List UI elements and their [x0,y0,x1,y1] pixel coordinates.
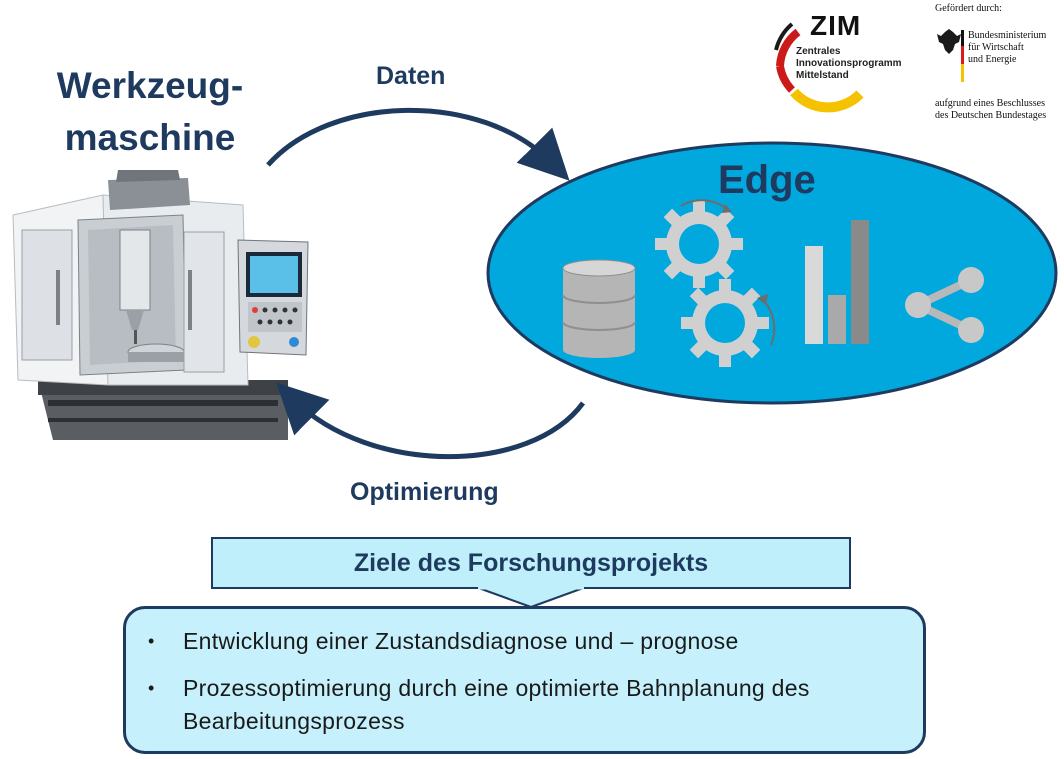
goals-title-banner: Ziele des Forschungsprojekts [211,537,851,589]
goals-box: • Entwicklung einer Zustandsdiagnose und… [123,606,926,754]
machine-title: Werkzeug- maschine [40,60,260,164]
goal-item-text: Entwicklung einer Zustandsdiagnose und –… [183,628,739,654]
machine-title-line2: maschine [64,117,236,158]
gears-icon [655,199,776,367]
bullet-icon: • [148,631,155,651]
goal-item: • Entwicklung einer Zustandsdiagnose und… [146,625,893,658]
gov-note1: aufgrund eines Beschlusses [935,98,1045,109]
edge-title: Edge [718,158,816,202]
gov-note: aufgrund eines Beschlusses des Deutschen… [935,98,1046,122]
gov-header: Gefördert durch: [935,3,1002,14]
zim-logo-subtitle: Zentrales Innovationsprogramm Mittelstan… [796,46,902,82]
bullet-icon: • [148,678,155,698]
federal-eagle-icon [937,29,964,82]
goals-title: Ziele des Forschungsprojekts [353,548,709,577]
data-arrow [266,107,570,181]
machine-title-line1: Werkzeug- [56,65,244,106]
goal-item: • Prozessoptimierung durch eine optimier… [146,672,893,738]
gov-line3: und Energie [968,54,1017,65]
database-icon [562,259,636,358]
gov-note2: des Deutschen Bundestages [935,110,1047,121]
gov-ministry: Bundesministerium für Wirtschaft und Ene… [968,30,1046,66]
share-icon [905,267,984,343]
zim-line2: Innovationsprogramm [796,58,902,69]
zim-logo-word: ZIM [810,10,862,41]
gov-line1: Bundesministerium [968,30,1047,41]
bar-chart-icon [805,220,869,344]
zim-line1: Zentrales [796,46,841,57]
zim-logo-arc [774,22,864,113]
optimization-arrow-label: Optimierung [350,478,499,506]
machine-tool-illustration [12,170,309,440]
data-arrow-label: Daten [376,62,446,90]
gov-line2: für Wirtschaft [968,42,1024,53]
edge-ellipse [486,141,1058,405]
zim-line3: Mittelstand [796,70,849,81]
banner-pointer [476,587,586,609]
goal-item-text: Prozessoptimierung durch eine optimierte… [183,675,810,734]
optimization-arrow [276,382,586,460]
